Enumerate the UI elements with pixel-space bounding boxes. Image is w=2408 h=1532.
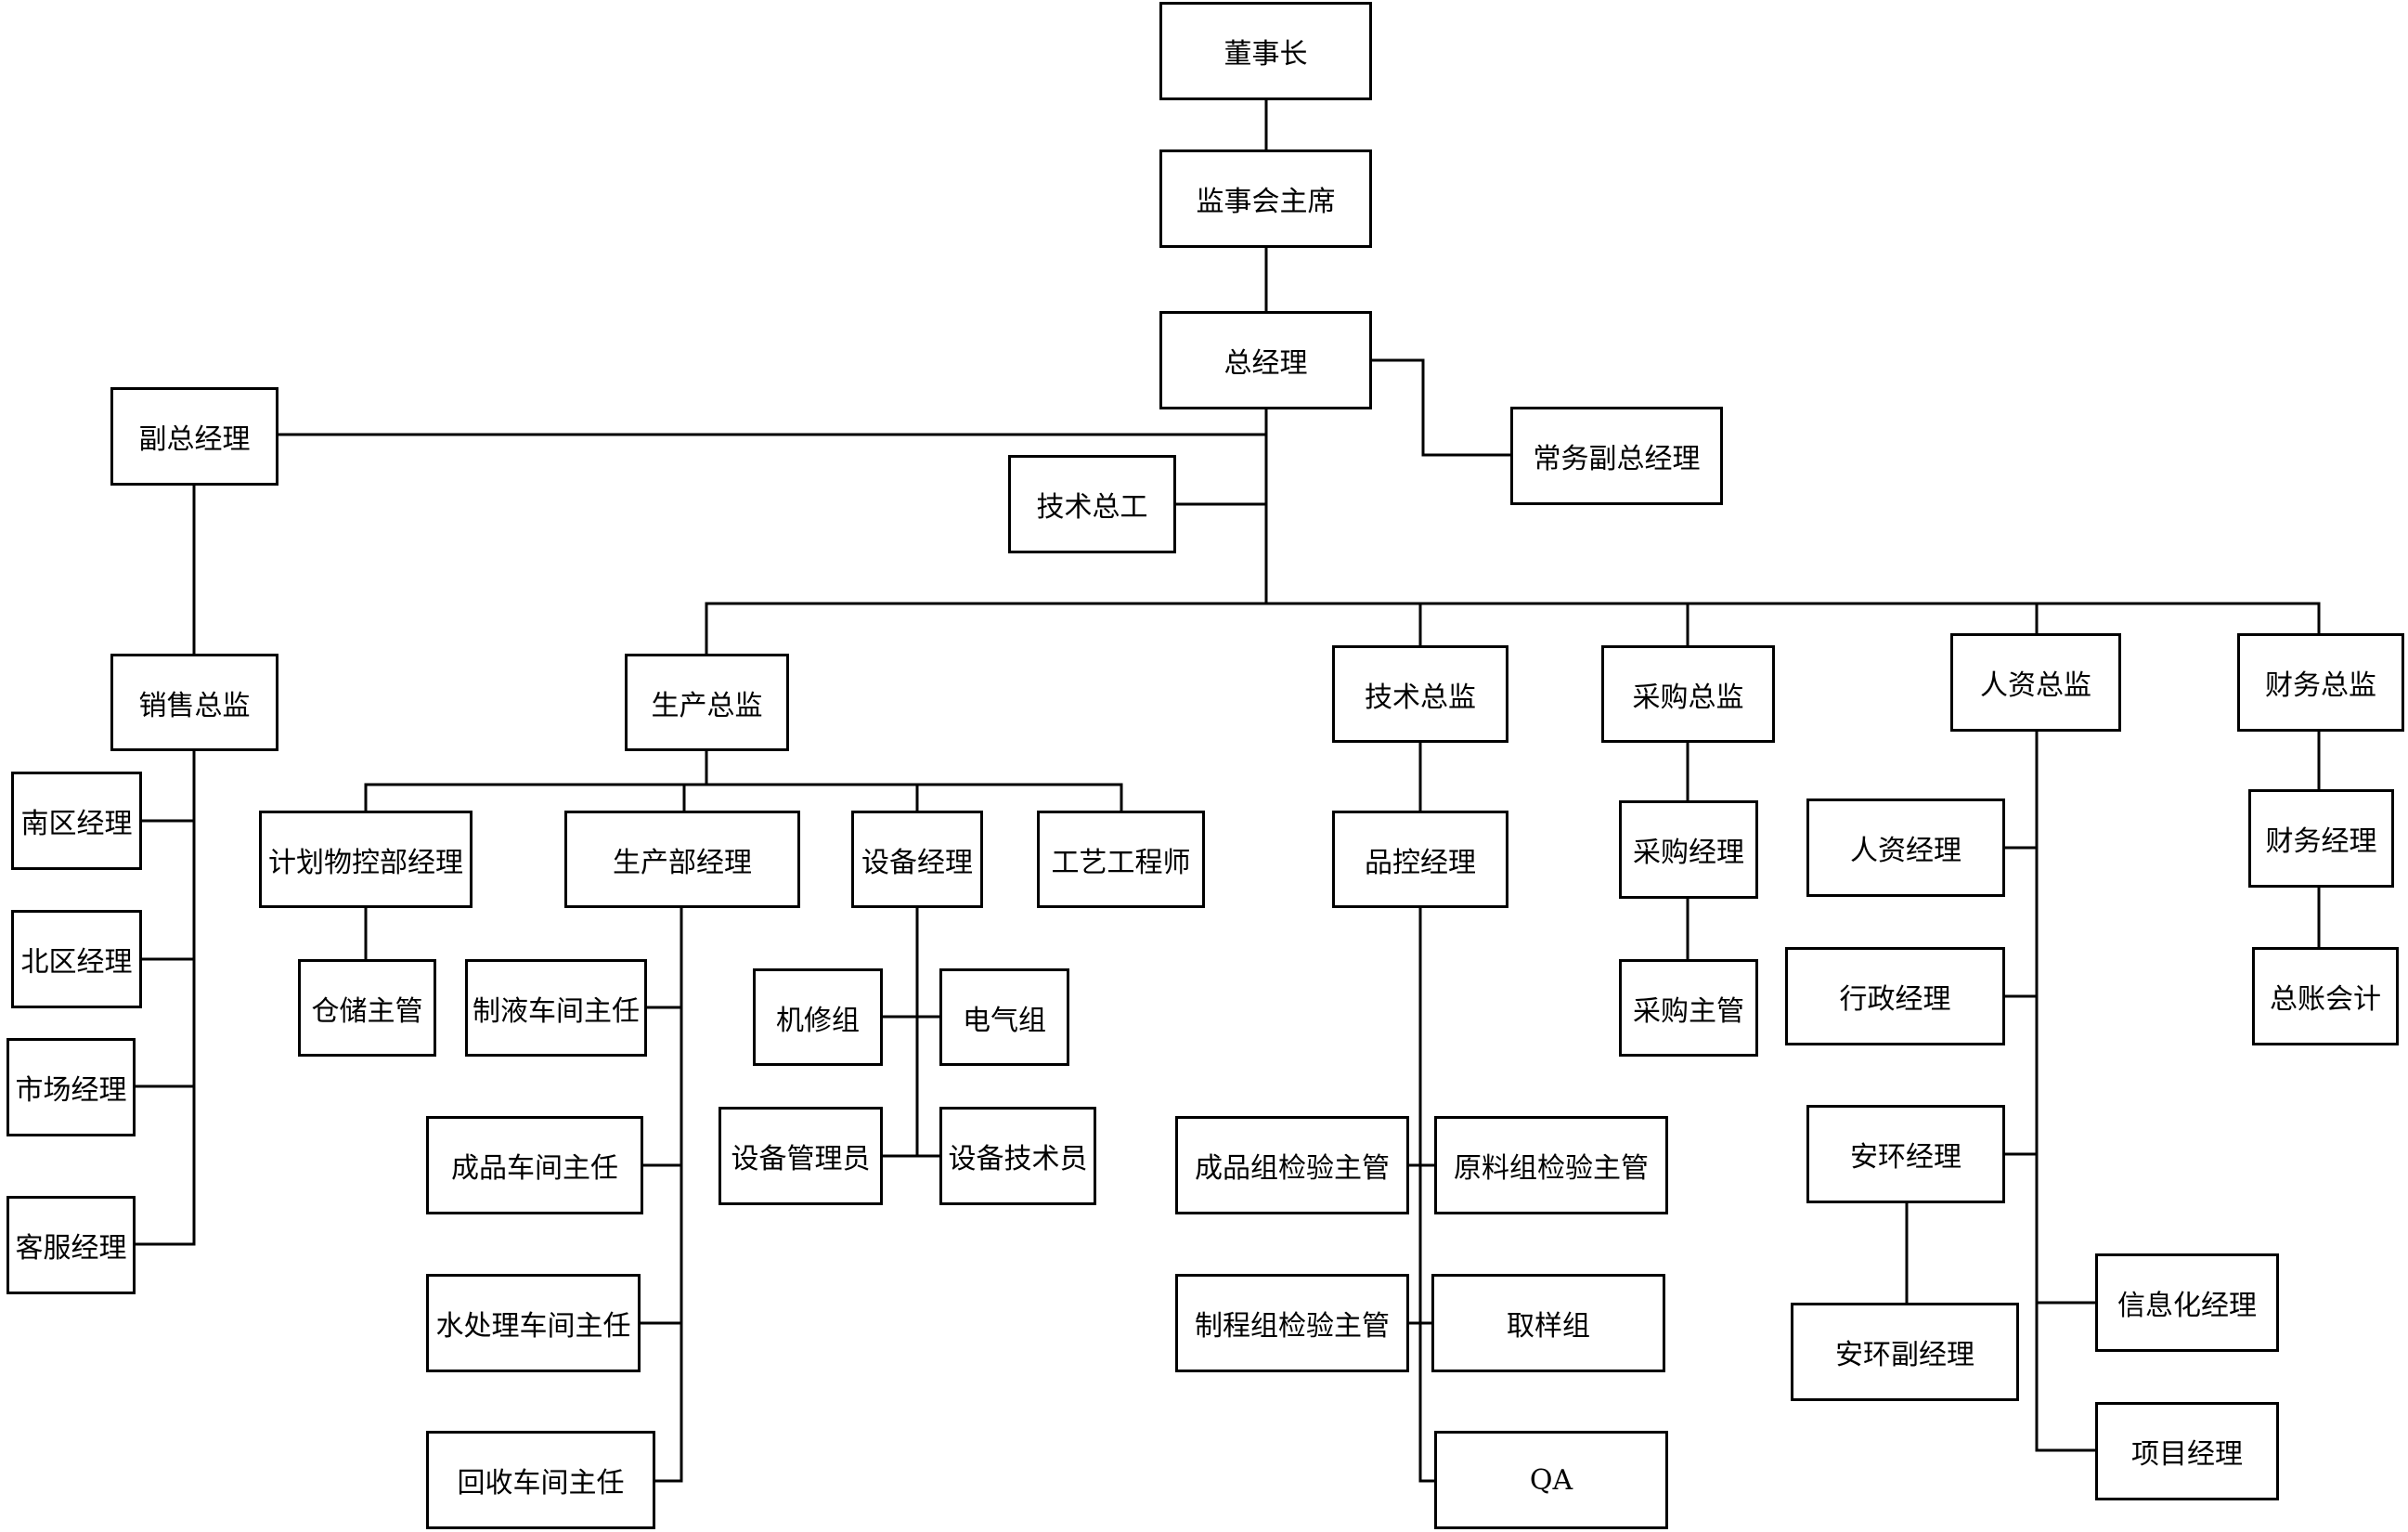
node-hr-manager: 人资经理 xyxy=(1806,798,2005,897)
node-hr-director: 人资总监 xyxy=(1950,633,2121,732)
node-finished-qc: 成品组检验主管 xyxy=(1175,1116,1409,1214)
node-equipment-admin: 设备管理员 xyxy=(719,1107,883,1205)
node-finance-manager: 财务经理 xyxy=(2248,789,2394,888)
node-purchase-director: 采购总监 xyxy=(1601,645,1775,743)
node-equipment-manager: 设备经理 xyxy=(851,811,983,908)
node-general-manager: 总经理 xyxy=(1159,311,1372,409)
node-market-manager: 市场经理 xyxy=(6,1038,136,1136)
node-electric-group: 电气组 xyxy=(939,968,1069,1066)
node-process-qc: 制程组检验主管 xyxy=(1175,1274,1409,1372)
node-warehouse-supervisor: 仓储主管 xyxy=(298,959,436,1057)
node-chairman: 董事长 xyxy=(1159,2,1372,100)
node-finance-director: 财务总监 xyxy=(2237,633,2404,732)
node-admin-manager: 行政经理 xyxy=(1785,947,2005,1045)
node-south-manager: 南区经理 xyxy=(11,772,142,870)
node-process-engineer: 工艺工程师 xyxy=(1037,811,1205,908)
node-north-manager: 北区经理 xyxy=(11,910,142,1008)
node-it-manager: 信息化经理 xyxy=(2095,1253,2279,1352)
node-supervisory-chair: 监事会主席 xyxy=(1159,149,1372,248)
node-purchase-supervisor: 采购主管 xyxy=(1619,959,1758,1057)
node-sales-director: 销售总监 xyxy=(110,654,278,751)
node-chief-accountant: 总账会计 xyxy=(2252,947,2399,1045)
node-exec-deputy-gm: 常务副总经理 xyxy=(1510,407,1723,505)
node-tech-director: 技术总监 xyxy=(1332,645,1508,743)
node-repair-group: 机修组 xyxy=(753,968,883,1066)
node-sampling-group: 取样组 xyxy=(1431,1274,1665,1372)
node-production-manager: 生产部经理 xyxy=(564,811,800,908)
node-purchase-manager: 采购经理 xyxy=(1619,800,1758,899)
node-finished-workshop: 成品车间主任 xyxy=(426,1116,643,1214)
node-raw-qc: 原料组检验主管 xyxy=(1434,1116,1668,1214)
node-service-manager: 客服经理 xyxy=(6,1196,136,1294)
node-qc-manager: 品控经理 xyxy=(1332,811,1508,908)
node-equipment-tech: 设备技术员 xyxy=(939,1107,1096,1205)
node-water-workshop: 水处理车间主任 xyxy=(426,1274,641,1372)
node-ehs-deputy: 安环副经理 xyxy=(1791,1303,2019,1401)
node-production-director: 生产总监 xyxy=(625,654,789,751)
node-deputy-gm: 副总经理 xyxy=(110,387,278,486)
node-recycle-workshop: 回收车间主任 xyxy=(426,1431,655,1529)
node-planning-manager: 计划物控部经理 xyxy=(259,811,473,908)
node-chief-engineer: 技术总工 xyxy=(1008,455,1176,553)
node-liquid-workshop: 制液车间主任 xyxy=(465,959,647,1057)
node-qa: QA xyxy=(1434,1431,1668,1529)
node-project-manager: 项目经理 xyxy=(2095,1402,2279,1500)
node-ehs-manager: 安环经理 xyxy=(1806,1105,2005,1203)
